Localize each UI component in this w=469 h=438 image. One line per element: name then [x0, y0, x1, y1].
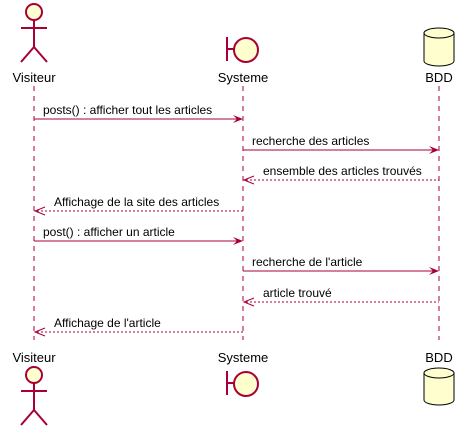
boundary-icon	[226, 37, 259, 63]
message-label: recherche des articles	[252, 134, 369, 148]
participant-label: Systeme	[218, 350, 269, 365]
message-6: recherche de l'article	[243, 255, 439, 275]
participant-visiteur-top: Visiteur	[12, 3, 56, 85]
participant-systeme-top: Systeme	[218, 37, 269, 85]
participant-bdd-top: BDD	[423, 27, 455, 85]
message-7: article trouvé	[242, 286, 439, 307]
message-label: article trouvé	[263, 286, 332, 300]
actor-icon	[20, 3, 48, 63]
participant-label: BDD	[425, 350, 452, 365]
message-label: post() : afficher un article	[43, 225, 175, 239]
participant-label: BDD	[425, 70, 452, 85]
message-5: post() : afficher un article	[34, 225, 243, 245]
participant-label: Systeme	[218, 70, 269, 85]
message-label: posts() : afficher tout les articles	[43, 103, 212, 117]
message-4: Affichage de la site des articles	[33, 195, 243, 216]
database-icon	[423, 27, 455, 67]
message-label: ensemble des articles trouvés	[263, 164, 422, 178]
participant-label: Visiteur	[12, 350, 56, 365]
participant-label: Visiteur	[12, 70, 56, 85]
participant-systeme-bottom: Systeme	[218, 350, 269, 397]
message-label: Affichage de la site des articles	[54, 195, 219, 209]
message-3: ensemble des articles trouvés	[242, 164, 439, 185]
participant-visiteur-bottom: Visiteur	[12, 350, 56, 426]
message-8: Affichage de l'article	[33, 316, 243, 337]
database-icon	[423, 367, 455, 406]
actor-icon	[20, 366, 48, 426]
message-label: Affichage de l'article	[54, 316, 161, 330]
message-label: recherche de l'article	[252, 255, 363, 269]
message-2: recherche des articles	[243, 134, 439, 154]
participant-bdd-bottom: BDD	[423, 350, 455, 406]
message-1: posts() : afficher tout les articles	[34, 103, 243, 123]
boundary-icon	[226, 371, 259, 397]
